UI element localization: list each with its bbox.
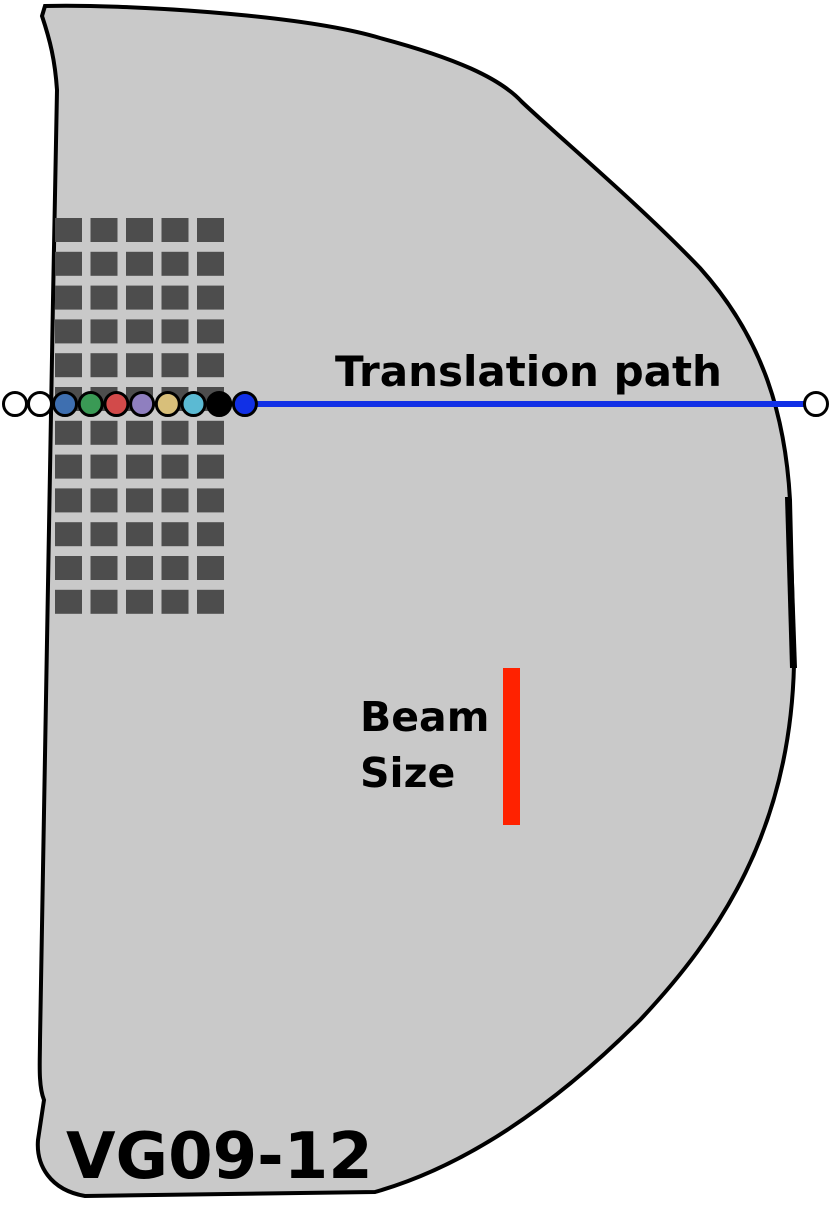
filled-marker (206, 391, 233, 417)
open-marker (803, 391, 829, 417)
grid-square (90, 556, 118, 580)
filled-marker (154, 391, 181, 417)
grid-square (126, 556, 153, 580)
filled-marker (52, 391, 78, 417)
grid-square (90, 353, 118, 378)
grid-square (161, 522, 189, 547)
grid-square (197, 420, 224, 445)
grid-square (126, 522, 153, 547)
grid-square (161, 353, 189, 378)
grid-square (90, 285, 118, 310)
open-marker (27, 391, 53, 417)
grid-square (55, 353, 82, 378)
grid-square (161, 454, 189, 479)
grid-square (90, 522, 118, 547)
grid-square (126, 319, 153, 344)
grid-square (126, 218, 153, 242)
open-marker (2, 391, 28, 417)
grid-square (55, 285, 82, 310)
grid-square (197, 251, 224, 276)
grid-square (197, 454, 224, 479)
grid-square (126, 285, 153, 310)
grid-square (197, 522, 224, 547)
grid-square (161, 218, 189, 242)
grid-square (126, 353, 153, 378)
beam-size-bar (503, 668, 520, 825)
grid-square (161, 556, 189, 580)
grid-square (197, 488, 224, 513)
grid-square (55, 420, 82, 445)
grid-square (197, 218, 224, 242)
grid (55, 218, 224, 614)
grid-square (55, 556, 82, 580)
grid-square (126, 454, 153, 479)
filled-marker (180, 391, 207, 417)
grid-square (90, 589, 118, 614)
grid-square (55, 522, 82, 547)
grid-square (126, 420, 153, 445)
grid-square (55, 218, 82, 242)
grid-square (161, 589, 189, 614)
grid-square (161, 319, 189, 344)
sample-id-label: VG09-12 (66, 1120, 373, 1194)
grid-square (90, 420, 118, 445)
grid-square (90, 319, 118, 344)
grid-square (126, 488, 153, 513)
beam-size-label-line2: Size (360, 749, 455, 797)
sample-outline (35, 3, 797, 1199)
grid-square (55, 454, 82, 479)
filled-marker (231, 391, 258, 417)
grid-square (161, 420, 189, 445)
beam-size-label-line1: Beam (360, 693, 489, 741)
grid-square (161, 251, 189, 276)
grid-square (90, 218, 118, 242)
grid-square (126, 251, 153, 276)
grid-square (90, 454, 118, 479)
grid-square (197, 589, 224, 614)
grid-square (197, 556, 224, 580)
edge-segment (785, 497, 797, 668)
grid-square (55, 319, 82, 344)
grid-square (126, 589, 153, 614)
translation-path-label: Translation path (335, 347, 722, 396)
grid-square (55, 488, 82, 513)
filled-marker (103, 391, 130, 417)
grid-square (161, 488, 189, 513)
filled-marker (77, 391, 104, 417)
grid-square (55, 251, 82, 276)
grid-square (90, 251, 118, 276)
grid-square (197, 285, 224, 310)
grid-square (161, 285, 189, 310)
grid-square (197, 319, 224, 344)
grid-square (197, 353, 224, 378)
grid-square (90, 488, 118, 513)
filled-marker (129, 391, 156, 417)
grid-square (55, 589, 82, 614)
markers (2, 391, 829, 417)
